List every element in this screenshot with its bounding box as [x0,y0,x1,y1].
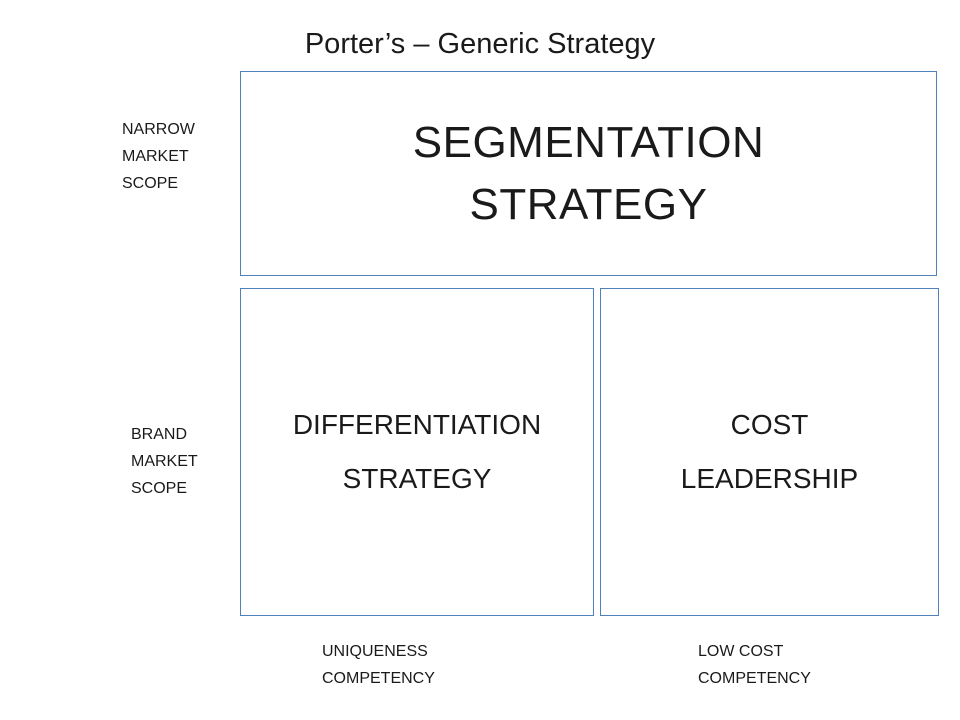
low-cost-label-line: LOW COST [698,643,784,660]
segmentation-box-line-1: SEGMENTATION [412,117,765,167]
narrow-label-line: SCOPE [122,175,179,192]
narrow-market-scope-label: NARROW MARKET SCOPE [122,116,195,197]
brand-label-line: BRAND [131,426,188,443]
cost-leadership-box: COST LEADERSHIP [600,288,939,616]
narrow-label-line: MARKET [122,148,189,165]
uniqueness-label-line: COMPETENCY [322,670,435,687]
differentiation-strategy-box: DIFFERENTIATION STRATEGY [240,288,594,616]
differentiation-box-line-2: STRATEGY [342,463,492,494]
differentiation-box-line-1: DIFFERENTIATION [292,409,542,440]
cost-leadership-box-line-1: COST [730,409,809,440]
cost-leadership-box-line-2: LEADERSHIP [680,463,859,494]
narrow-label-line: NARROW [122,121,195,138]
segmentation-box-line-2: STRATEGY [469,179,708,229]
diagram-title: Porter’s – Generic Strategy [304,28,656,60]
uniqueness-label-line: UNIQUENESS [322,643,428,660]
brand-label-line: SCOPE [131,480,188,497]
brand-label-line: MARKET [131,453,198,470]
uniqueness-competency-label: UNIQUENESS COMPETENCY [322,638,435,692]
segmentation-strategy-box: SEGMENTATION STRATEGY [240,71,937,276]
brand-market-scope-label: BRAND MARKET SCOPE [131,421,198,502]
low-cost-label-line: COMPETENCY [698,670,811,687]
low-cost-competency-label: LOW COST COMPETENCY [698,638,811,692]
